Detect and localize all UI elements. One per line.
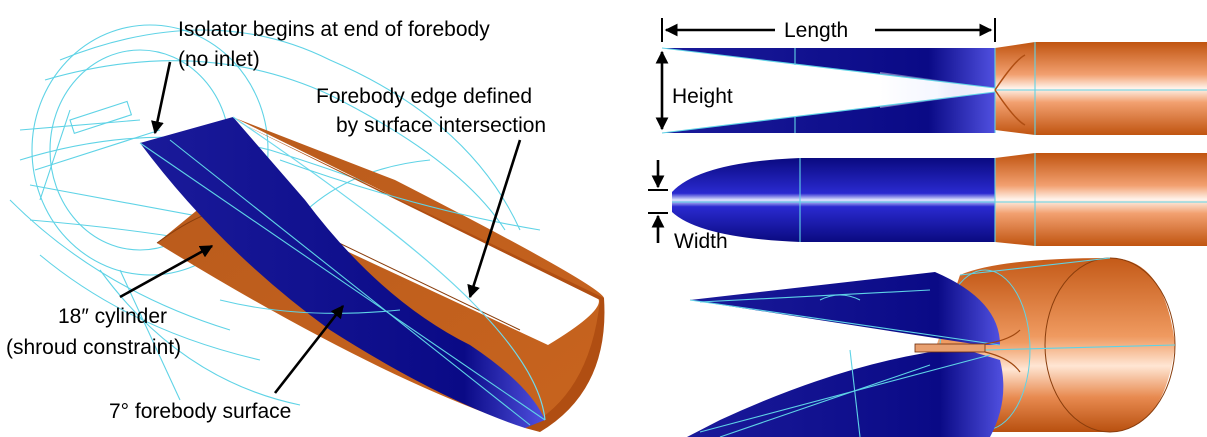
isolator-label-line1: Isolator begins at end of forebody [178,18,490,41]
cylinder-label-line1: 18″ cylinder [58,305,167,328]
height-label: Height [672,85,733,108]
forebody-edge-label-line2: by surface intersection [336,114,546,137]
bottom-isometric-view [687,257,1176,437]
forebody-surface-label: 7° forebody surface [109,400,291,423]
left-isometric-view: Isolator begins at end of forebody (no i… [6,18,605,432]
length-label: Length [784,19,848,42]
width-label: Width [674,230,728,253]
top-view: Width [648,153,1207,253]
forebody-surface-arrow [273,304,345,394]
forebody-edge-arrow [467,139,522,299]
isolator-label-line2: (no inlet) [178,48,260,71]
isolator-arrow [151,61,172,135]
forebody-edge-label-line1: Forebody edge defined [316,85,532,108]
side-view: Length Height [655,18,1207,135]
cylinder-label-line2: (shroud constraint) [6,336,181,359]
shroud-cylinder [157,118,604,427]
cylinder-arrow [119,244,214,299]
